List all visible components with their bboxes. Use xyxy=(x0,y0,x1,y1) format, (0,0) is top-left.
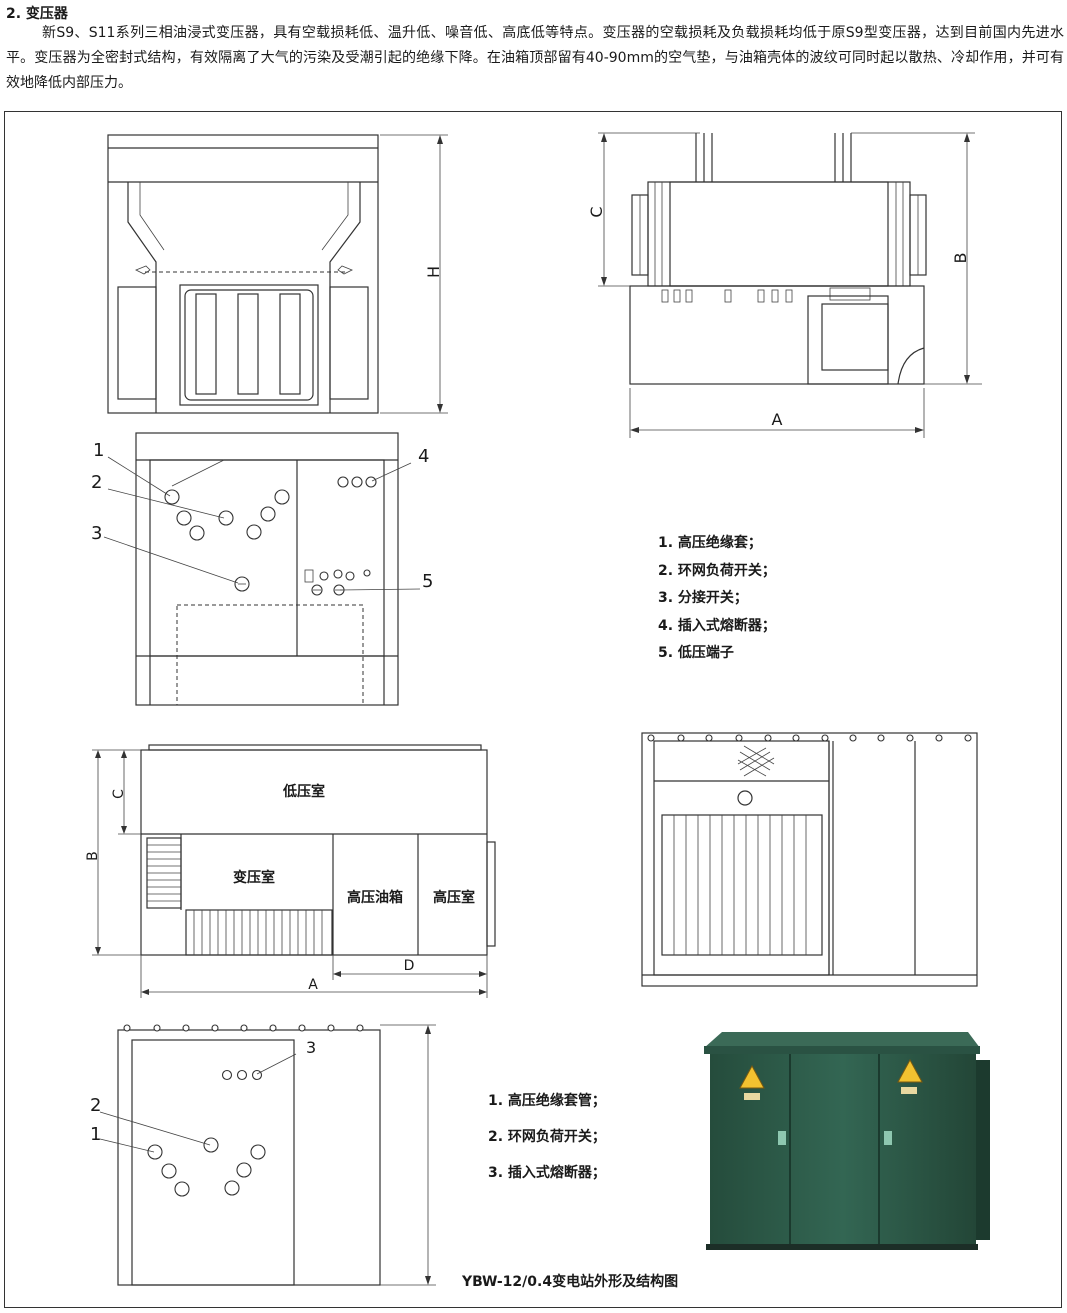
callout-5-top: 5 xyxy=(422,571,433,592)
dim-a-plan-label: A xyxy=(308,977,318,993)
legend-bottom-item-1: 1. 高压绝缘套管； xyxy=(488,1093,606,1109)
front-elevation-drawing: H xyxy=(107,134,448,414)
legend-top-item-4: 4. 插入式熔断器； xyxy=(658,617,776,634)
callout-4-top: 4 xyxy=(418,446,429,467)
callout-2-bottom: 2 xyxy=(90,1095,101,1116)
callout-3-top: 3 xyxy=(91,523,102,544)
dim-d-label: D xyxy=(404,958,415,974)
dim-h-label: H xyxy=(424,266,443,278)
hv-room-label: 高压室 xyxy=(433,889,475,906)
legend-bottom: 1. 高压绝缘套管； 2. 环网负荷开关； 3. 插入式熔断器； xyxy=(488,1090,606,1198)
legend-top-item-5: 5. 低压端子 xyxy=(658,645,734,661)
legend-top: 1. 高压绝缘套； 2. 环网负荷开关； 3. 分接开关； 4. 插入式熔断器；… xyxy=(658,532,776,670)
section-heading: 2. 变压器 xyxy=(6,6,68,22)
hv-oil-tank-label: 高压油箱 xyxy=(347,889,403,906)
transformer-room-label: 变压室 xyxy=(233,869,275,886)
callout-2-top: 2 xyxy=(91,472,102,493)
dim-c-side-label: C xyxy=(587,206,606,217)
side-elevation-drawing: C B A xyxy=(587,132,982,438)
bottom-top-view-drawing: 3 2 1 xyxy=(90,1024,436,1286)
legend-top-item-1: 1. 高压绝缘套； xyxy=(658,535,762,551)
callout-1-top: 1 xyxy=(93,440,104,461)
legend-bottom-item-3: 3. 插入式熔断器； xyxy=(488,1165,606,1181)
front-view-drawing xyxy=(641,732,978,987)
plan-layout-drawing: 低压室 变压室 高压油箱 高压室 C B D A xyxy=(85,744,496,998)
legend-top-item-2: 2. 环网负荷开关； xyxy=(658,562,776,579)
legend-top-item-3: 3. 分接开关； xyxy=(658,590,748,606)
dim-c-plan-label: C xyxy=(111,789,127,799)
low-voltage-room-label: 低压室 xyxy=(282,783,325,800)
intro-paragraph: 新S9、S11系列三相油浸式变压器，具有空载损耗低、温升低、噪音低、高底低等特点… xyxy=(6,25,1064,91)
drawing-frame xyxy=(4,111,1062,1308)
dim-a-side-label: A xyxy=(772,410,783,429)
callout-1-bottom: 1 xyxy=(90,1124,101,1145)
legend-bottom-item-2: 2. 环网负荷开关； xyxy=(488,1129,606,1145)
dim-b-plan-label: B xyxy=(85,851,101,861)
top-view-drawing: 1 2 3 4 5 xyxy=(91,432,433,706)
figure-caption: YBW-12/0.4变电站外形及结构图 xyxy=(462,1274,679,1290)
dim-b-side-label: B xyxy=(951,253,970,264)
substation-photo xyxy=(704,1032,990,1250)
vent-icon xyxy=(737,745,775,777)
callout-3-bottom: 3 xyxy=(306,1038,316,1057)
